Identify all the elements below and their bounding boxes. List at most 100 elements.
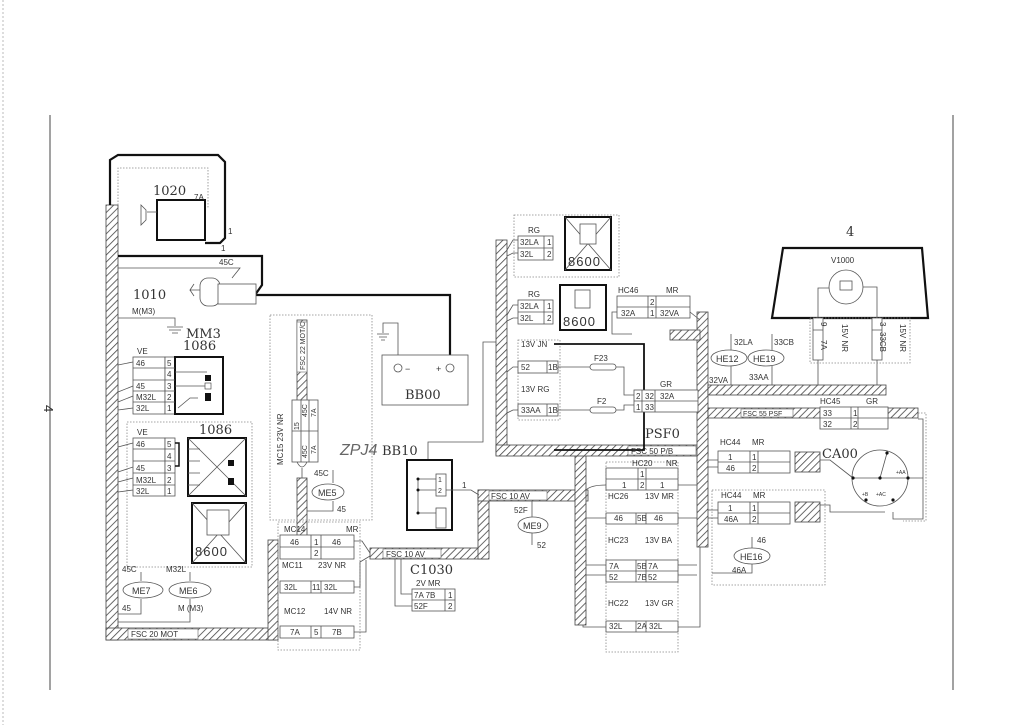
hc20-p1: 2 xyxy=(640,481,645,490)
bb10-out: 1 xyxy=(462,481,467,490)
he16-label: HE16 xyxy=(740,552,763,562)
c1086u-label: 1086 xyxy=(183,339,216,354)
hc46-color: MR xyxy=(666,286,679,295)
hc20-label: HC20 xyxy=(632,459,653,468)
c1020-pin-1: 1 xyxy=(228,227,233,236)
mc14-r0-c: 46 xyxy=(332,538,341,547)
bb00-minus: − xyxy=(405,364,410,374)
hc22-spec: 13V GR xyxy=(645,599,674,608)
c1086l-wire-4: 32L xyxy=(136,487,150,496)
me5-top: 45C xyxy=(314,469,329,478)
psf0-row-b-pin: 1B xyxy=(548,406,558,415)
hc22-label: HC22 xyxy=(608,599,629,608)
psf0-gr-r0-c: 32A xyxy=(660,392,675,401)
me7-top: 45C xyxy=(122,565,137,574)
mc12-b: 5 xyxy=(314,628,319,637)
hc46-p0: 2 xyxy=(650,298,655,307)
c1086l-wire-0: 46 xyxy=(136,440,145,449)
component-v1000: 4 V1000 9 7A 15V NR 3 33CB 15V NR xyxy=(770,225,930,385)
hc44b-label: HC44 xyxy=(721,491,742,500)
c1020-pin-7a: 7A xyxy=(194,193,204,202)
hc46-p1: 1 xyxy=(650,309,655,318)
me9-top: 52F xyxy=(514,506,528,515)
c1030-r1: 52F xyxy=(414,602,428,611)
component-1086-upper: VE 1086 46 5 4 45 3 M32L 2 32L 1 xyxy=(117,339,224,415)
hc44a-r0-b: 1 xyxy=(752,453,757,462)
he19-bottom: 33AA xyxy=(749,373,769,382)
mc11-b: 11 xyxy=(312,583,321,592)
hc23-r0-c: 7A xyxy=(648,562,658,571)
fuse-f2: F2 xyxy=(597,397,607,406)
splices-he12-he19: HE12 HE19 32LA 33CB 32VA 33AA xyxy=(709,334,794,385)
hc44b-r0-b: 1 xyxy=(752,504,757,513)
he12-bottom: 32VA xyxy=(709,376,729,385)
rg-mid-module: 8600 xyxy=(563,314,596,329)
c1030-r0: 7A 7B xyxy=(414,591,435,600)
psf0-label: PSF0 xyxy=(645,427,680,442)
ca00-pin-aa: +AA xyxy=(896,470,906,476)
v1000-group: 4 xyxy=(846,225,854,240)
c1020-label: 1020 xyxy=(153,184,186,199)
c1086u-wire-3: M32L xyxy=(136,393,157,402)
hc44b-r0-a: 1 xyxy=(728,504,733,513)
psf0-gr-r1-b: 33 xyxy=(645,403,654,412)
harness-fsc10-lower-label: FSC 10 AV xyxy=(386,550,426,559)
psf0-gr-r0-a: 2 xyxy=(636,392,641,401)
hc23-r1-a: 52 xyxy=(609,573,618,582)
splice-me9: ME9 52F 52 xyxy=(514,501,549,550)
hc44b-color: MR xyxy=(753,491,766,500)
mc14-label: MC14 xyxy=(284,525,306,534)
rg-mid-r1: 32L xyxy=(520,314,534,323)
mc14-r0-b: 1 xyxy=(314,538,319,547)
hc45-label: HC45 xyxy=(820,397,841,406)
harness-fsc10-upper-label: FSC 10 AV xyxy=(491,492,531,501)
hc26-spec: 13V MR xyxy=(645,492,674,501)
rg-mid-color: RG xyxy=(528,290,540,299)
v1000-wire-b: 33CB xyxy=(878,332,887,352)
hc44a-color: MR xyxy=(752,438,765,447)
c1086u-color: VE xyxy=(137,347,148,356)
c1010-wire-45c: 45C xyxy=(219,258,234,267)
c1086u-pin-3: 2 xyxy=(167,393,172,402)
c1086u-pin-0: 5 xyxy=(167,359,172,368)
mc12-spec: 14V NR xyxy=(324,607,352,616)
he12-label: HE12 xyxy=(716,354,739,364)
c1030-p0: 1 xyxy=(448,591,453,600)
zpj4-connector: MC15 23V NR xyxy=(276,413,285,465)
v1000-spec-a: 15V NR xyxy=(840,324,849,352)
rg-top-r1: 32L xyxy=(520,250,534,259)
he16-top: 46 xyxy=(757,536,766,545)
fuse-f23: F23 xyxy=(594,354,608,363)
harness-fsc20-label: FSC 20 MOT xyxy=(131,630,178,639)
psf0-row-b-wire: 33AA xyxy=(521,406,541,415)
psf0-row-a-wire: 52 xyxy=(521,363,530,372)
c1086u-wire-2: 45 xyxy=(136,382,145,391)
harness-fsc22-label: FSC 22 MOT/C xyxy=(300,322,307,370)
harness-fsc50-label: FSC 50 P/B xyxy=(631,447,673,456)
component-c1030: C1030 2V MR 7A 7B 1 52F 2 xyxy=(394,559,456,612)
c1086u-wire-0: 46 xyxy=(136,359,145,368)
bb00-label: BB00 xyxy=(405,388,441,403)
v1000-wire-a: 7A xyxy=(819,340,828,350)
component-1086-lower: VE 1086 46 5 4 45 3 M32L 2 32L 1 8600 xyxy=(117,421,253,568)
c8600-left-label: 8600 xyxy=(195,544,228,559)
zpj4-label: ZPJ4 xyxy=(339,442,377,459)
mc12-label: MC12 xyxy=(284,607,306,616)
c1030-p1: 2 xyxy=(448,602,453,611)
rg-mid-r0: 32LA xyxy=(520,302,539,311)
hc26-label: HC26 xyxy=(608,492,629,501)
c1086u-pin-4: 1 xyxy=(167,404,172,413)
psf0-row-a-pin: 1B xyxy=(548,363,558,372)
connectors-hc44-ca00: HC44 MR 1 1 46 2 HC44 MR 1 1 46A 2 HE16 … xyxy=(708,418,924,586)
zpj4-cell-3: 7A xyxy=(311,408,318,417)
mc11-label: MC11 xyxy=(282,561,303,570)
me7-bottom: 45 xyxy=(122,604,131,613)
component-zpj4: MC15 23V NR 15 45C 21 7A 45C 7A ZPJ4 ME5… xyxy=(269,314,377,521)
v1000-pin-a: 9 xyxy=(819,322,828,327)
battery-bb00: − + BB00 xyxy=(377,322,469,406)
c1086l-pin-4: 1 xyxy=(167,487,172,496)
harness-fsc55-label: FSC 55 PSF xyxy=(743,411,782,418)
me6-top: M32L xyxy=(166,565,187,574)
rg-top-p0: 1 xyxy=(547,238,552,247)
